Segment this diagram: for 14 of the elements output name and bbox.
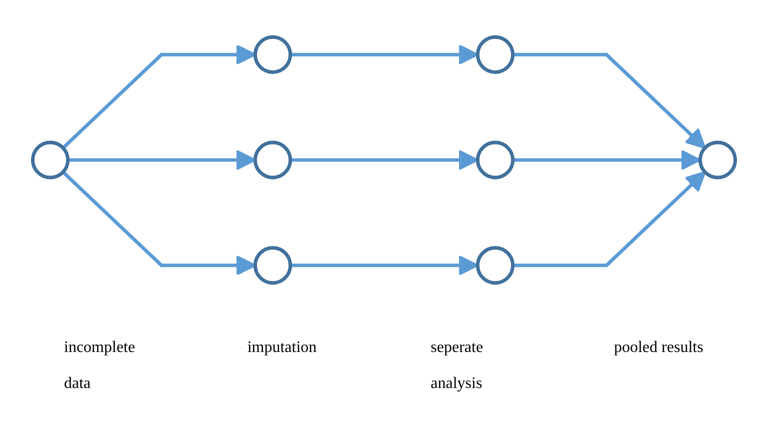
node-circle bbox=[30, 140, 70, 180]
node-circle bbox=[253, 140, 292, 180]
node-circle bbox=[253, 246, 292, 285]
column-label: seperate analysis bbox=[430, 338, 484, 394]
node-circle bbox=[476, 35, 515, 74]
node-circle bbox=[476, 140, 515, 180]
column-label: incomplete data bbox=[64, 338, 136, 394]
node-circle bbox=[476, 246, 515, 285]
arrow bbox=[512, 171, 706, 268]
node-circle bbox=[253, 35, 292, 74]
column-label: pooled results bbox=[614, 338, 704, 358]
node-circle bbox=[698, 140, 738, 180]
column-label: imputation bbox=[247, 338, 318, 358]
arrow bbox=[512, 52, 706, 149]
